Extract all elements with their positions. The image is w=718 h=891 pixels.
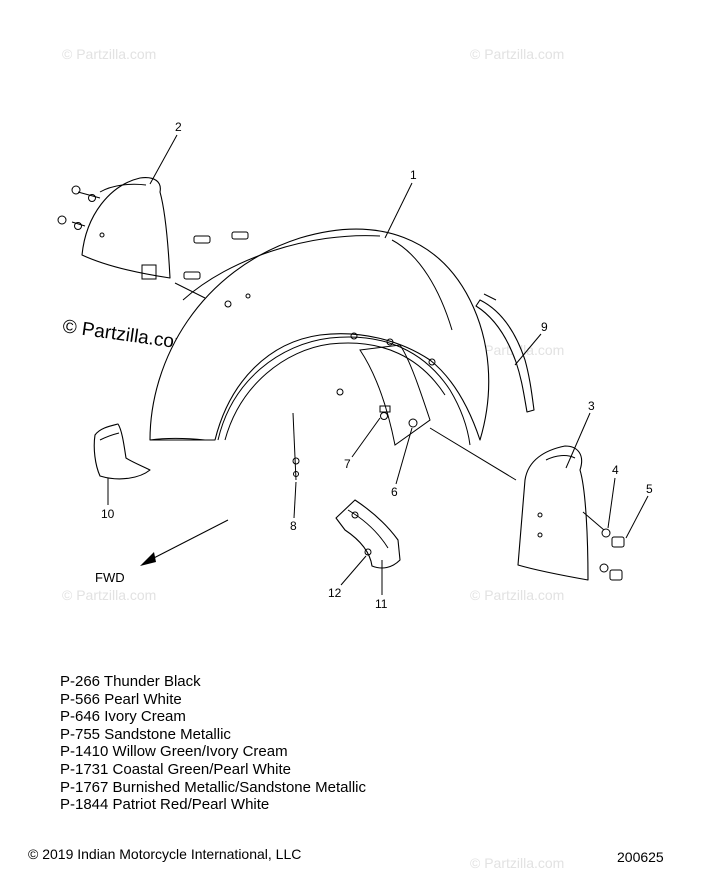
callout-8: 8 <box>290 519 297 533</box>
fasteners <box>57 185 625 581</box>
paint-color-list: P-266 Thunder Black P-566 Pearl White P-… <box>60 673 366 814</box>
leader-lines <box>71 134 649 595</box>
color-code-item: P-646 Ivory Cream <box>60 708 186 726</box>
callout-11: 11 <box>375 597 388 611</box>
part-1-rear-fender <box>149 228 490 446</box>
callout-7: 7 <box>344 457 351 471</box>
color-code-item: P-1844 Patriot Red/Pearl White <box>60 796 270 814</box>
callout-4: 4 <box>612 463 619 477</box>
watermark-lower-left: © Partzilla.com <box>62 587 156 603</box>
figure-number: 200625 <box>617 849 664 865</box>
color-code-item: P-566 Pearl White <box>60 690 182 708</box>
callout-6: 6 <box>391 485 398 499</box>
part-11-bracket <box>335 499 401 569</box>
watermark-top-left: © Partzilla.com <box>62 46 156 62</box>
part-2-front-fender-tip <box>81 177 171 280</box>
callout-9: 9 <box>541 320 548 334</box>
color-code-item: P-1410 Willow Green/Ivory Cream <box>60 743 288 761</box>
color-code-item: P-1731 Coastal Green/Pearl White <box>60 760 291 778</box>
callout-2: 2 <box>175 120 182 134</box>
watermark-top-right: © Partzilla.com <box>470 46 564 62</box>
color-code-item: P-755 Sandstone Metallic <box>60 725 231 743</box>
part-3-rear-fender-tip <box>517 445 589 581</box>
part-8-stud <box>292 412 300 481</box>
callout-1: 1 <box>410 168 417 182</box>
color-code-item: P-1767 Burnished Metallic/Sandstone Meta… <box>60 778 366 796</box>
callout-12: 12 <box>328 586 342 600</box>
watermark-lower-right: © Partzilla.com <box>470 587 564 603</box>
fwd-label: FWD <box>95 570 125 585</box>
fwd-arrow <box>140 519 229 566</box>
callout-3: 3 <box>588 399 595 413</box>
part-10-fender-emblem <box>93 423 151 480</box>
watermark-bottom-right: © Partzilla.com <box>470 855 564 871</box>
callout-10: 10 <box>101 507 115 521</box>
copyright-text: © 2019 Indian Motorcycle International, … <box>28 846 302 862</box>
callout-5: 5 <box>646 482 653 496</box>
color-code-item: P-266 Thunder Black <box>60 673 201 690</box>
